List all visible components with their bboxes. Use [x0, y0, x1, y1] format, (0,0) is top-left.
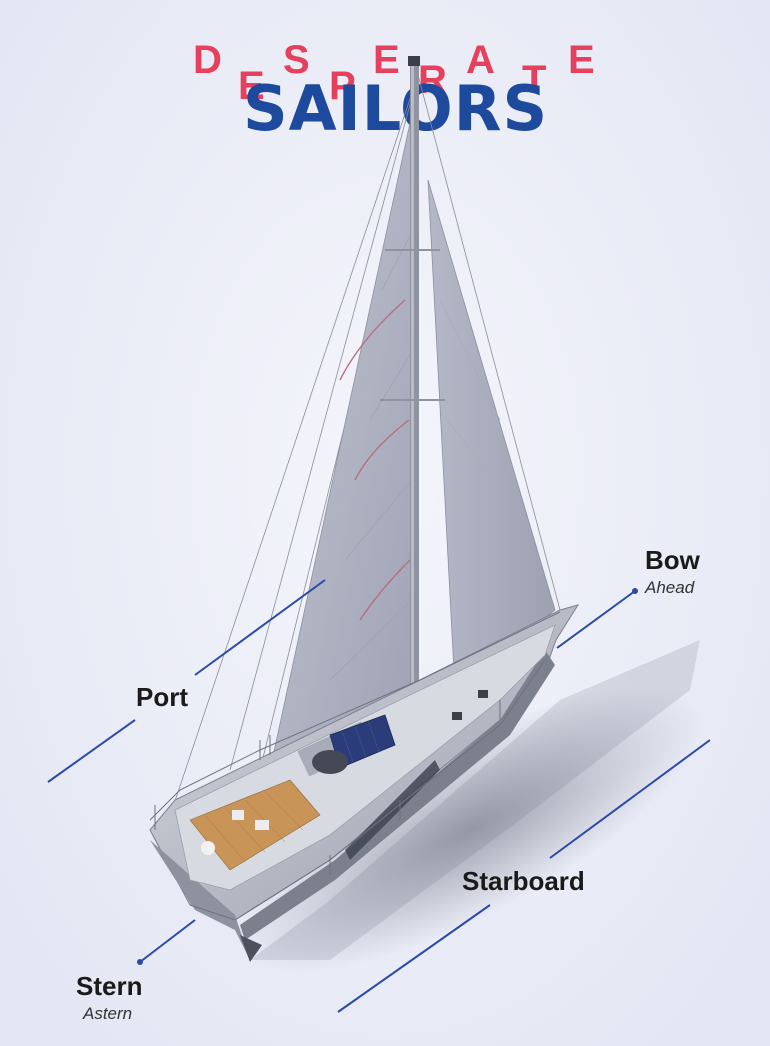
- logo-letter-t: T: [522, 58, 547, 102]
- port-pointer-line-upper: [194, 579, 326, 676]
- starboard-pointer-line-lower: [337, 904, 491, 1013]
- mainsail: [269, 99, 416, 771]
- starboard-pointer-line-upper: [549, 739, 711, 859]
- stern-pointer-line: [139, 919, 196, 963]
- logo-sailors-word: SAILORS: [243, 72, 549, 145]
- port-pointer-line-lower: [47, 719, 136, 783]
- logo-letter-e3: E: [568, 38, 595, 82]
- bow-sublabel: Ahead: [645, 578, 695, 597]
- deck-railings: [149, 611, 561, 921]
- bow-label: Bow: [645, 545, 700, 575]
- stern-label: Stern: [76, 971, 143, 1001]
- stern-sublabel: Astern: [83, 1004, 133, 1023]
- deck: [174, 624, 556, 891]
- port-label: Port: [136, 682, 188, 712]
- logo-letter-a: A: [466, 38, 495, 82]
- bow-pointer-dot: [632, 588, 638, 594]
- logo-letter-s: S: [283, 38, 310, 82]
- rigging-wires: [171, 74, 561, 811]
- boat-shadow: [236, 640, 704, 974]
- starboard-label: Starboard: [462, 866, 585, 896]
- jib-sail: [427, 179, 556, 691]
- bow-pointer-line: [556, 590, 636, 649]
- stern-pointer-dot: [137, 959, 143, 965]
- logo: D E S P E R A T E SAILORS: [0, 0, 770, 150]
- pointer-lines: [47, 579, 711, 1013]
- logo-letter-e1: E: [238, 64, 265, 108]
- mast: [380, 56, 445, 712]
- logo-letter-p: P: [329, 64, 356, 108]
- logo-letter-e2: E: [373, 38, 400, 82]
- logo-letter-d: D: [193, 38, 222, 82]
